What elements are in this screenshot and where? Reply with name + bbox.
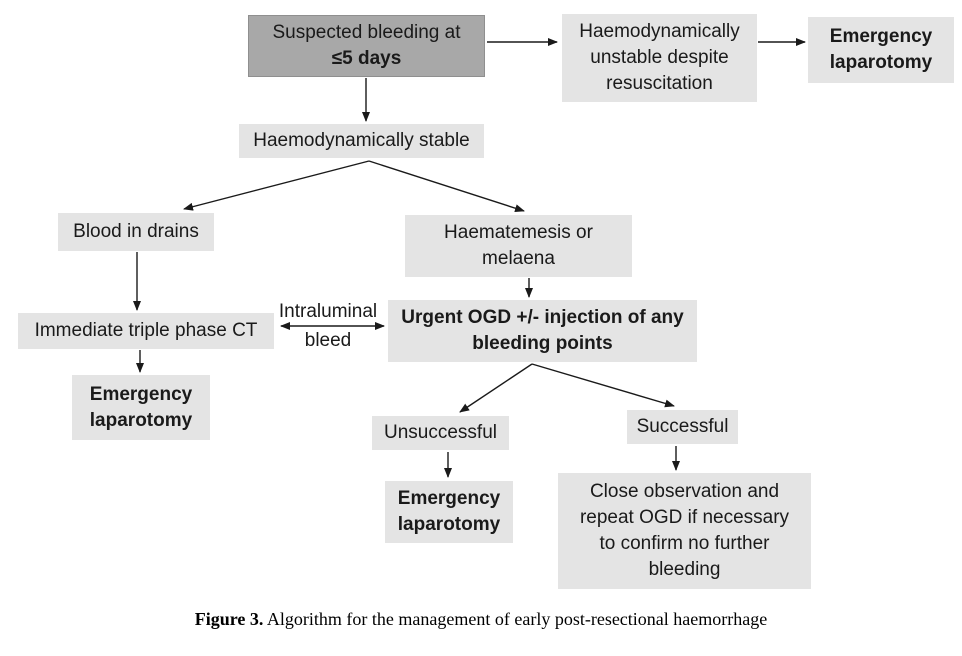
figure-caption-text: Algorithm for the management of early po… (263, 609, 768, 629)
node-line: laparotomy (89, 409, 193, 431)
arrow-stable-to-blood-in-drains (183, 160, 370, 211)
figure-caption-label: Figure 3. (194, 609, 264, 629)
node-line: Haemodynamically stable (253, 130, 470, 151)
node-line: Unsuccessful (384, 422, 497, 443)
node-line: Suspected bleeding at (272, 22, 461, 43)
node-successful: Successful (627, 410, 738, 444)
node-haemodynamically-stable: Haemodynamically stable (239, 124, 484, 158)
node-line: resuscitation (606, 73, 713, 94)
arrow-ogd-to-successful (531, 363, 675, 408)
node-line: unstable despite (590, 47, 729, 68)
node-line: Haemodynamically (579, 21, 740, 42)
node-line: melaena (482, 248, 555, 269)
node-line: Emergency (89, 383, 193, 405)
node-line: Haematemesis or (444, 222, 593, 243)
node-haematemesis-melaena: Haematemesis or melaena (405, 215, 632, 277)
node-emergency-laparotomy-top: Emergency laparotomy (808, 17, 954, 83)
node-line: repeat OGD if necessary (579, 507, 790, 528)
node-urgent-ogd: Urgent OGD +/- injection of any bleeding… (388, 300, 697, 362)
node-line: Urgent OGD +/- injection of any (401, 307, 684, 328)
node-line: laparotomy (829, 52, 933, 73)
node-line: Emergency (397, 488, 501, 509)
node-close-observation: Close observation and repeat OGD if nece… (558, 473, 811, 589)
node-immediate-triple-phase-ct: Immediate triple phase CT (18, 313, 274, 349)
edge-label-intraluminal: Intraluminal (278, 301, 378, 322)
node-unsuccessful: Unsuccessful (372, 416, 509, 450)
node-line: Successful (636, 416, 729, 437)
node-emergency-laparotomy-left: Emergency laparotomy (72, 375, 210, 440)
node-line: bleeding (648, 559, 721, 580)
node-line: Immediate triple phase CT (34, 320, 258, 341)
node-line: ≤5 days (331, 48, 402, 69)
node-line: Close observation and (589, 481, 780, 502)
node-line: bleeding points (472, 333, 613, 354)
edge-label-bleed: bleed (304, 330, 352, 351)
figure-caption: Figure 3. Algorithm for the management o… (0, 609, 962, 630)
node-haemodynamically-unstable: Haemodynamically unstable despite resusc… (562, 14, 757, 102)
node-line: Blood in drains (73, 221, 199, 242)
node-line: laparotomy (397, 514, 501, 535)
node-blood-in-drains: Blood in drains (58, 213, 214, 251)
arrow-stable-to-haematemesis (368, 160, 525, 213)
node-line: to confirm no further (599, 533, 770, 554)
node-emergency-laparotomy-mid: Emergency laparotomy (385, 481, 513, 543)
node-suspected-bleeding: Suspected bleeding at ≤5 days (248, 15, 485, 77)
node-line: Emergency (829, 26, 933, 47)
arrow-ogd-to-unsuccessful (459, 363, 533, 413)
